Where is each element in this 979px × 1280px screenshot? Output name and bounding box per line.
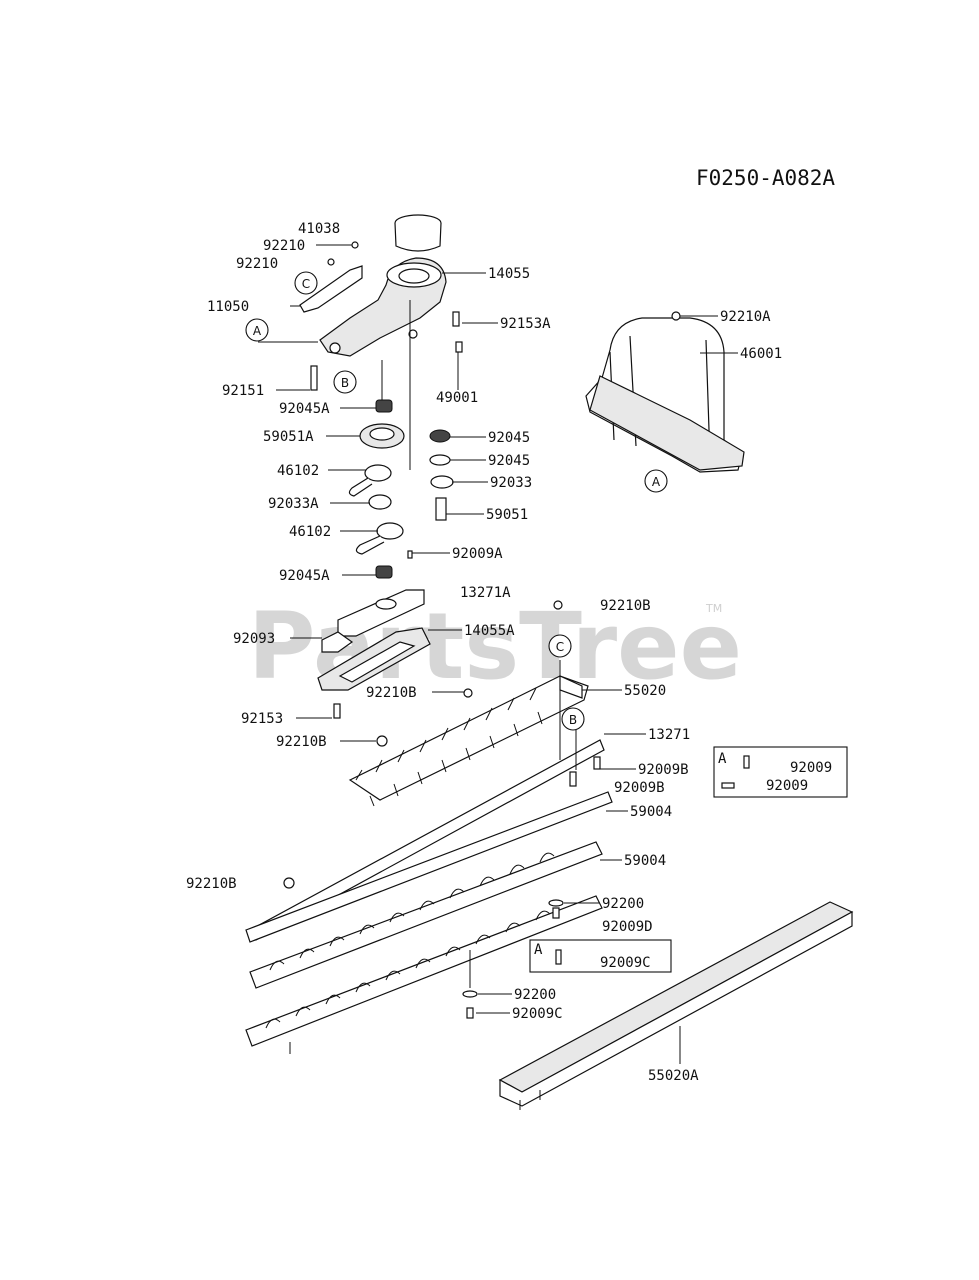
part-label: 59004 — [630, 804, 672, 820]
part-label: 46102 — [277, 463, 319, 479]
inset-box-ref: A — [534, 942, 543, 958]
part-label: 92200 — [514, 987, 556, 1003]
svg-text:C: C — [556, 640, 564, 654]
part-label: 92200 — [602, 896, 644, 912]
part-label: 92210B — [186, 876, 237, 892]
part-label: 14055A — [464, 623, 515, 639]
part-label: 92009B — [614, 780, 665, 796]
callout-c-1: C — [294, 271, 318, 295]
part-label: 41038 — [298, 221, 340, 237]
part-label: 92033A — [268, 496, 319, 512]
part-label: 55020 — [624, 683, 666, 699]
part-label: 92210B — [600, 598, 651, 614]
svg-text:B: B — [341, 376, 349, 390]
handle-drawing — [585, 311, 745, 473]
inset-label-92009c: 92009C — [600, 955, 651, 971]
part-label: 92210A — [720, 309, 771, 325]
watermark-trademark: TM — [705, 602, 722, 615]
part-label: 92033 — [490, 475, 532, 491]
part-label: 92045 — [488, 453, 530, 469]
part-label: 92009A — [452, 546, 503, 562]
callout-a-2: A — [644, 469, 668, 493]
part-label: 92009D — [602, 919, 653, 935]
part-label: 92210B — [276, 734, 327, 750]
callout-b-1: B — [333, 370, 357, 394]
inset-label-92009-a: 92009 — [790, 760, 832, 776]
part-labels: 41038 92210 92210 11050 14055 92153A 921… — [186, 221, 782, 1084]
part-label: 92009B — [638, 762, 689, 778]
svg-text:A: A — [652, 475, 661, 489]
part-label: 92045 — [488, 430, 530, 446]
inset-label-92009-b: 92009 — [766, 778, 808, 794]
part-label: 13271 — [648, 727, 690, 743]
svg-text:C: C — [302, 277, 310, 291]
part-label: 92210 — [263, 238, 305, 254]
part-label: 46001 — [740, 346, 782, 362]
callout-a-1: A — [245, 318, 269, 342]
gear-case-drawing — [299, 214, 563, 747]
part-label: 59051 — [486, 507, 528, 523]
part-label: 92151 — [222, 383, 264, 399]
part-label: 92009C — [512, 1006, 563, 1022]
diagram-code: F0250-A082A — [696, 166, 835, 190]
leader-lines — [258, 244, 738, 1064]
part-label: 49001 — [436, 390, 478, 406]
part-label: 59051A — [263, 429, 314, 445]
part-label: 92045A — [279, 401, 330, 417]
blade-drawing — [245, 675, 854, 1110]
callout-c-2: C — [548, 634, 572, 658]
part-label: 92093 — [233, 631, 275, 647]
part-label: 55020A — [648, 1068, 699, 1084]
part-label: 59004 — [624, 853, 666, 869]
callout-b-2: B — [561, 707, 585, 731]
part-label: 92153A — [500, 316, 551, 332]
part-label: 14055 — [488, 266, 530, 282]
part-label: 46102 — [289, 524, 331, 540]
inset-box-ref: A — [718, 751, 727, 767]
svg-text:A: A — [253, 324, 262, 338]
inset-box-92009: A 92009 92009 — [713, 746, 848, 798]
part-label: 13271A — [460, 585, 511, 601]
svg-text:B: B — [569, 713, 577, 727]
part-label: 92153 — [241, 711, 283, 727]
part-label: 92210B — [366, 685, 417, 701]
inset-box-92009c: A 92009C — [529, 939, 672, 973]
part-label: 92210 — [236, 256, 278, 272]
part-label: 92045A — [279, 568, 330, 584]
part-label: 11050 — [207, 299, 249, 315]
